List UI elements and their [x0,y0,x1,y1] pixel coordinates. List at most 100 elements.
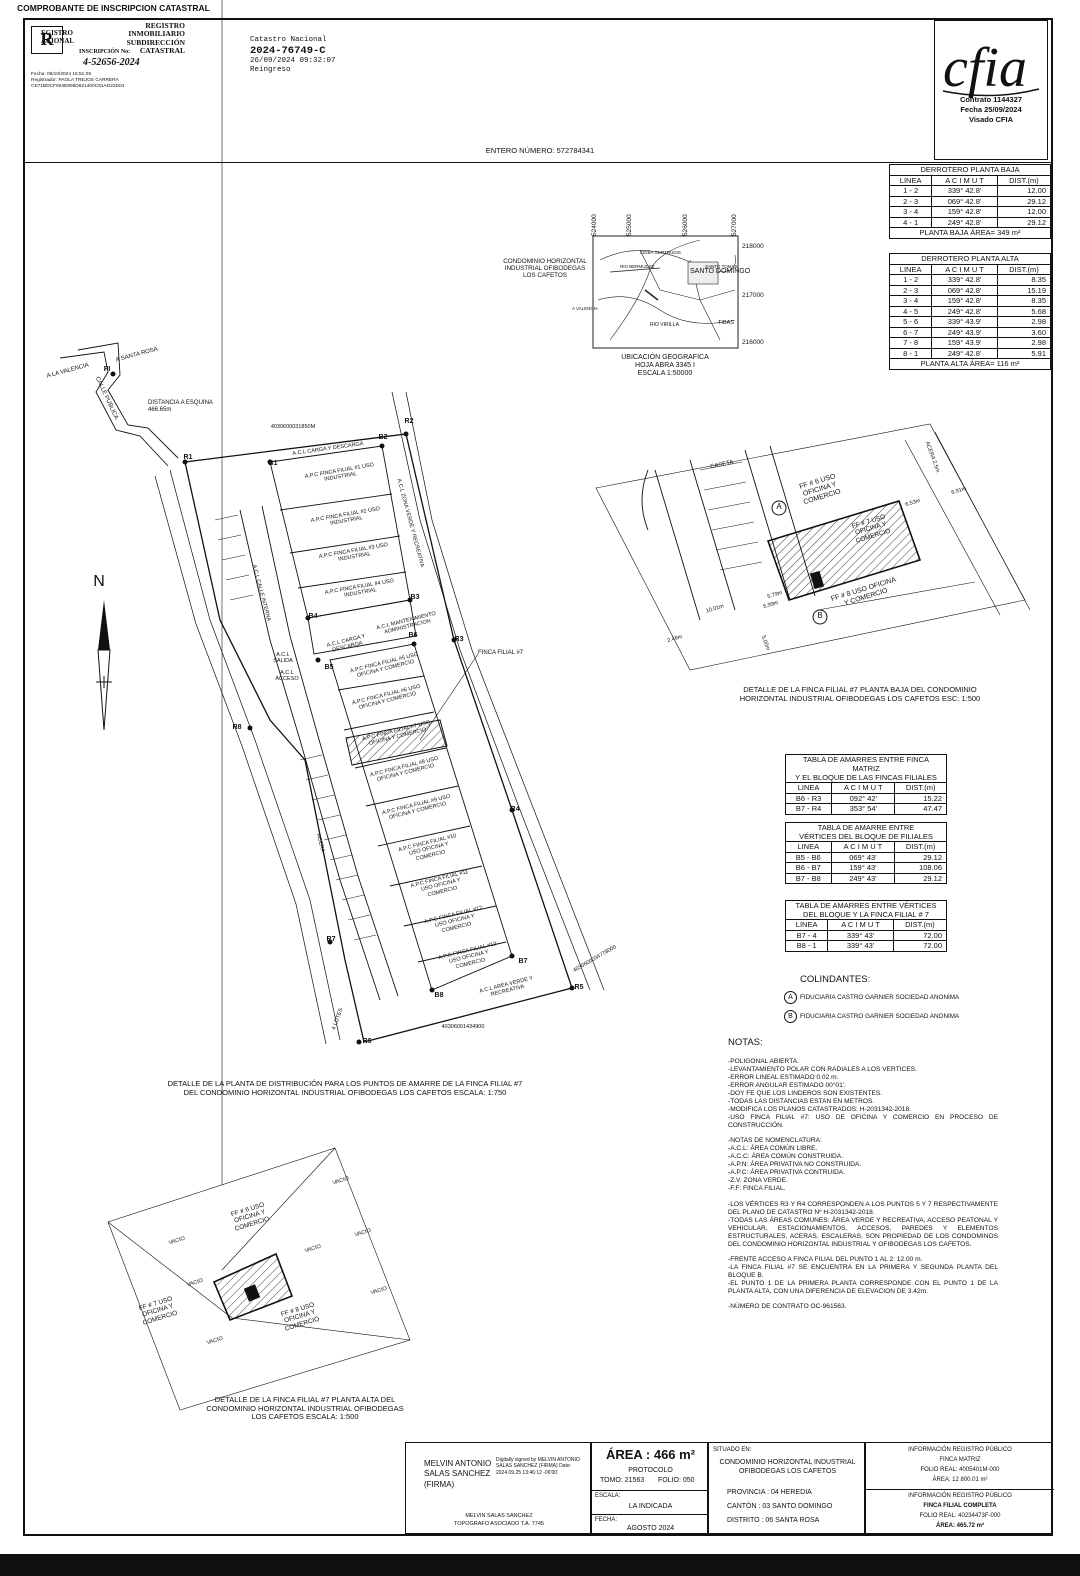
map-y-tick: 217000 [742,292,764,299]
colindante-b-letter: B [817,611,823,620]
nota: -TODAS LAS ÁREAS COMUNES: ÁREA VERDE Y R… [728,1216,998,1248]
registry-meta: Fecha: 09/10/2024 15:51:29 Registrador: … [31,72,181,89]
situado-block: SITUADO EN: CONDOMINIO HORIZONTAL INDUST… [708,1442,865,1534]
cfia-info: Contrato 1144327 Fecha 25/09/2024 Visado… [935,95,1047,125]
point-label: B8 [434,992,444,999]
colindante-text: FIDUCIARIA CASTRO GARNIER SOCIEDAD ANONI… [800,1013,960,1020]
distrito: DISTRITO : 06 SANTA ROSA [727,1517,820,1524]
catastro-datetime: 26/09/2024 09:32:07 [250,57,336,66]
point-label: B2 [378,434,388,441]
nota: -NOTAS DE NOMENCLATURA: [728,1137,822,1145]
table-cell: B7 - R4 [784,803,833,815]
nota: -LA FINCA FILIAL #7 SE ENCUENTRA EN LA P… [728,1263,998,1279]
map-place: TIBAS [718,320,734,326]
table-cell: 29.12 [996,216,1052,228]
point-label: R2 [404,418,414,425]
caption-distribucion: DETALLE DE LA PLANTA DE DISTRIBUCIÓN PAR… [110,1079,580,1097]
caption-line: CONDOMINIO HORIZONTAL INDUSTRIAL OFIBODE… [206,1403,404,1413]
point-label: R7 [326,936,336,943]
nota: -A.P.N: ÁREA PRIVATIVA NO CONSTRUIDA. [728,1161,862,1169]
table-cell: 29.12 [894,872,947,884]
map-x-tick: 524000 [591,214,598,236]
digital-signature: Digitally signed by MELVIN ANTONIO SALAS… [496,1457,580,1476]
escala-label: ESCALA: [595,1493,621,1499]
notas: -POLIGONAL ABIERTA. -LEVANTAMIENTO POLAR… [728,1058,998,1311]
registrador: Registrador: PAOLA TREJOS CARRERA [31,77,119,83]
location-map-ticks: 524000 525000 526000 527000 218000 21700… [572,214,764,346]
map-place: RIO VIRILLA [650,322,680,328]
detalle-planta-alta [107,0,411,1411]
distancia-label: DISTANCIA A ESQUINA 466.65m [148,400,213,413]
caption-line: DETALLE DE LA PLANTA DE DISTRIBUCIÓN PAR… [167,1079,523,1088]
cfia-visado: Visado CFIA [968,115,1014,125]
map-place: SANTO TOMAS [705,264,738,269]
tomo: TOMO: 21563 [600,1477,645,1484]
registro-info-block: INFORMACIÓN REGISTRO PÚBLICO FINCA MATRI… [865,1442,1054,1534]
north-label: N [93,573,105,590]
nota: -EL PUNTO 1 DE LA PRIMERA PLANTA CORRESP… [728,1279,998,1295]
cfia-stamp: cfia Contrato 1144327 Fecha 25/09/2024 V… [934,20,1048,160]
point-label: R6 [362,1038,372,1045]
cfia-fecha: Fecha 25/09/2024 [960,105,1022,115]
cfia-logo-text: cfia [943,37,1027,99]
situado-label: SITUADO EN: [713,1447,752,1453]
map-y-tick: 216000 [742,339,764,346]
table-cell: 12.00 [996,206,1052,218]
caption-line: LOS CAFETOS ESCALA: 1:500 [251,1412,359,1422]
table-cell: 12.00 [996,185,1052,197]
table-cell: 1 - 2 [888,185,933,197]
derrotero-baja-area: PLANTA BAJA ÁREA= 349 m² [889,227,1051,239]
table-cell: 3 - 4 [888,206,933,218]
nota: -DOY FE QUE LOS LINDEROS SON EXISTENTES. [728,1090,883,1098]
nota: -POLIGONAL ABIERTA. [728,1058,799,1065]
nota: -ERROR ANGULAR ESTIMADO 00°01'. [728,1082,846,1090]
protocolo-label: PROTOCOLO [628,1467,673,1474]
nota: -F.F: FINCA FILIAL. [728,1185,786,1193]
entero-numero: ENTERO NÚMERO: 572784341 [485,146,595,155]
area-label: A.C.L ACCESO [275,670,299,683]
registry-hash: CE71BDCF904E806D821400C81AD22D04 [31,83,125,89]
point-label: B5 [324,664,334,671]
table-cell: 29.12 [996,195,1052,207]
table-cell: 249° 43' [830,872,896,884]
inscripcion-label: INSCRIPCIÓN No: [79,49,131,55]
survey-drawings: 524000 525000 526000 527000 218000 21700… [59,0,1031,1411]
situado-line: OFIBODEGAS LOS CAFETOS [738,1468,837,1475]
map-place: RIO BERMUDEZ [620,264,655,269]
nota: -USO FINCA FILIAL #7: USO DE OFICINA Y C… [728,1114,998,1130]
colindante-a-mark [771,500,787,516]
caption-alta: DETALLE DE LA FINCA FILIAL #7 PLANTA ALT… [160,1395,450,1422]
escala-value: LA INDICADA [628,1503,673,1510]
info-title: INFORMACIÓN REGISTRO PÚBLICO [908,1447,1012,1453]
point-label: R1 [183,454,193,461]
nota: -A.C.C: ÁREA COMÚN CONSTRUIDA. [728,1153,844,1161]
office-line3: CATASTRAL [139,45,185,55]
derrotero-baja-title: DERROTERO PLANTA BAJA [889,164,1051,176]
caption-line: DEL CONDOMINIO HORIZONTAL INDUSTRIAL OFI… [183,1087,507,1097]
catastro-label: Catastro Nacional [250,36,327,44]
catastro-stamp: Catastro Nacional 2024-76749-C 26/09/202… [250,36,336,75]
nota: -NÚMERO DE CONTRATO OC-961563. [728,1302,847,1310]
map-caption: UBICACIÓN GEOGRAFICA HOJA ABRA 3345 I ES… [590,354,740,378]
map-place: A VALENCIA [572,306,598,311]
nota: -LEVANTAMIENTO POLAR CON RADIALES A LOS … [728,1066,917,1074]
notas-title: NOTAS: [728,1037,763,1048]
point-label: B6 [408,632,418,639]
colindante-mark: A [784,991,797,1004]
derrotero-baja-table: DERROTERO PLANTA BAJA LINEA A C I M U T … [888,164,1052,239]
ff7-pointer-label: FINCA FILIAL #7 [478,650,524,656]
map-caption-3: ESCALA 1:50000 [637,370,693,378]
caption-line: HORIZONTAL INDUSTRIAL OFIBODEGAS LOS CAF… [739,693,981,703]
nota: -ERROR LINEAL ESTIMADO 0.02 m. [728,1074,839,1082]
ff7-baja-polygon [766,500,922,601]
col-header: DIST.(m) [996,174,1052,186]
derrotero-alta-table: DERROTERO PLANTA ALTA LINEA A C I M U T … [888,253,1052,370]
